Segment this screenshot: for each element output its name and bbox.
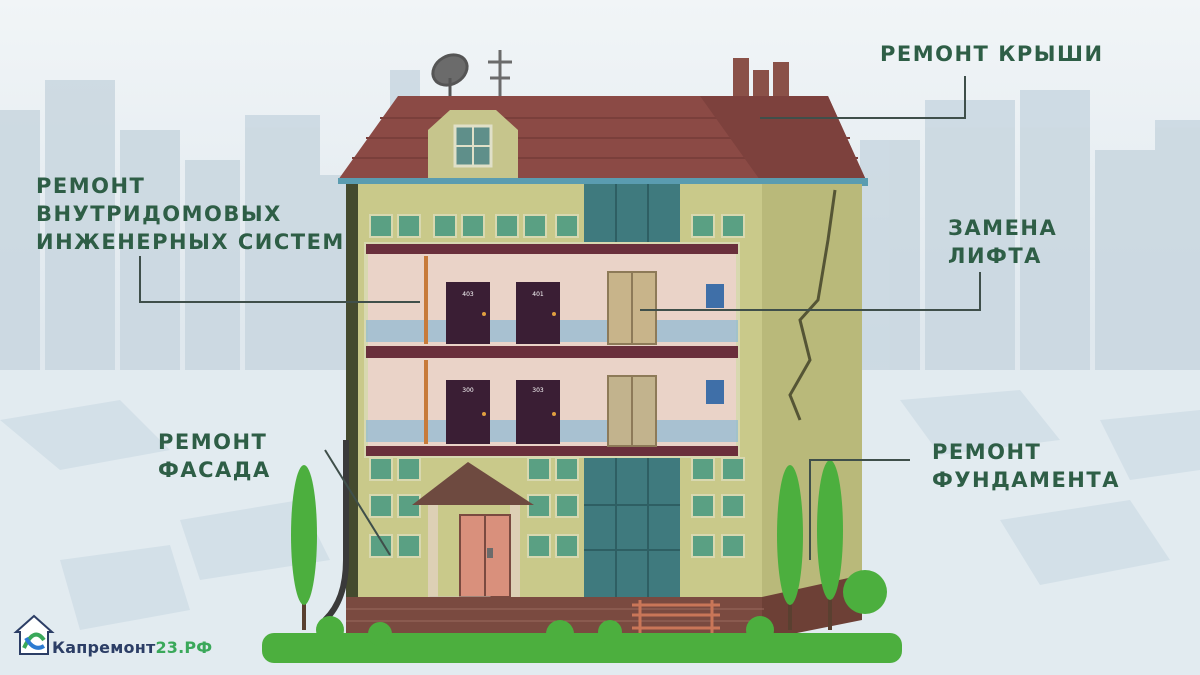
elevator-doors bbox=[607, 271, 657, 447]
grass-bushes bbox=[262, 616, 902, 663]
glass-block-windows bbox=[369, 214, 745, 558]
label-engineering-line2: ВНУТРИДОМОВЫХ bbox=[36, 202, 282, 226]
callout-lines bbox=[139, 76, 981, 560]
label-foundation-line1: РЕМОНТ bbox=[932, 440, 1042, 464]
entrance-canopy bbox=[412, 462, 534, 505]
dormer-window bbox=[428, 110, 518, 180]
house-logo-icon bbox=[13, 614, 55, 655]
chimneys bbox=[733, 58, 789, 100]
elevator-shaft-upper bbox=[584, 184, 680, 244]
label-elevator-line1: ЗАМЕНА bbox=[948, 216, 1058, 240]
label-facade-line2: ФАСАДА bbox=[158, 458, 271, 482]
label-engineering-line3: ИНЖЕНЕРНЫХ СИСТЕМ bbox=[36, 230, 345, 254]
logo-text-part1: Капремонт bbox=[52, 638, 156, 657]
label-engineering-systems: РЕМОНТ ВНУТРИДОМОВЫХ ИНЖЕНЕРНЫХ СИСТЕМ bbox=[36, 172, 345, 256]
label-facade-line1: РЕМОНТ bbox=[158, 430, 268, 454]
label-roof-repair: РЕМОНТ КРЫШИ bbox=[880, 40, 1104, 68]
downpipe bbox=[322, 440, 349, 623]
mailboxes bbox=[706, 284, 724, 404]
door-number-303: 303 bbox=[532, 387, 544, 394]
label-foundation-repair: РЕМОНТ ФУНДАМЕНТА bbox=[932, 438, 1120, 494]
elevator-shaft-lower bbox=[584, 455, 680, 600]
kapremont-logo bbox=[13, 614, 55, 655]
trees bbox=[291, 460, 887, 630]
building-side-wall bbox=[762, 184, 862, 620]
label-elevator-replacement: ЗАМЕНА ЛИФТА bbox=[948, 214, 1057, 270]
door-number-401: 401 bbox=[532, 291, 544, 298]
apartment-doors-floor1 bbox=[446, 380, 560, 444]
label-foundation-line2: ФУНДАМЕНТА bbox=[932, 468, 1120, 492]
tv-antenna bbox=[488, 50, 512, 98]
satellite-dish bbox=[431, 53, 469, 98]
label-engineering-line1: РЕМОНТ bbox=[36, 174, 146, 198]
label-roof-line1: РЕМОНТ КРЫШИ bbox=[880, 42, 1104, 66]
wall-crack bbox=[788, 189, 837, 421]
apartment-doors-floor2 bbox=[446, 282, 560, 344]
logo-text-part2: 23.РФ bbox=[155, 638, 213, 657]
label-elevator-line2: ЛИФТА bbox=[948, 244, 1042, 268]
label-facade-repair: РЕМОНТ ФАСАДА bbox=[158, 428, 271, 484]
logo-text: Капремонт23.РФ bbox=[52, 638, 212, 657]
door-number-403: 403 bbox=[462, 291, 474, 298]
door-number-300: 300 bbox=[462, 387, 474, 394]
city-skyline bbox=[0, 70, 1200, 370]
